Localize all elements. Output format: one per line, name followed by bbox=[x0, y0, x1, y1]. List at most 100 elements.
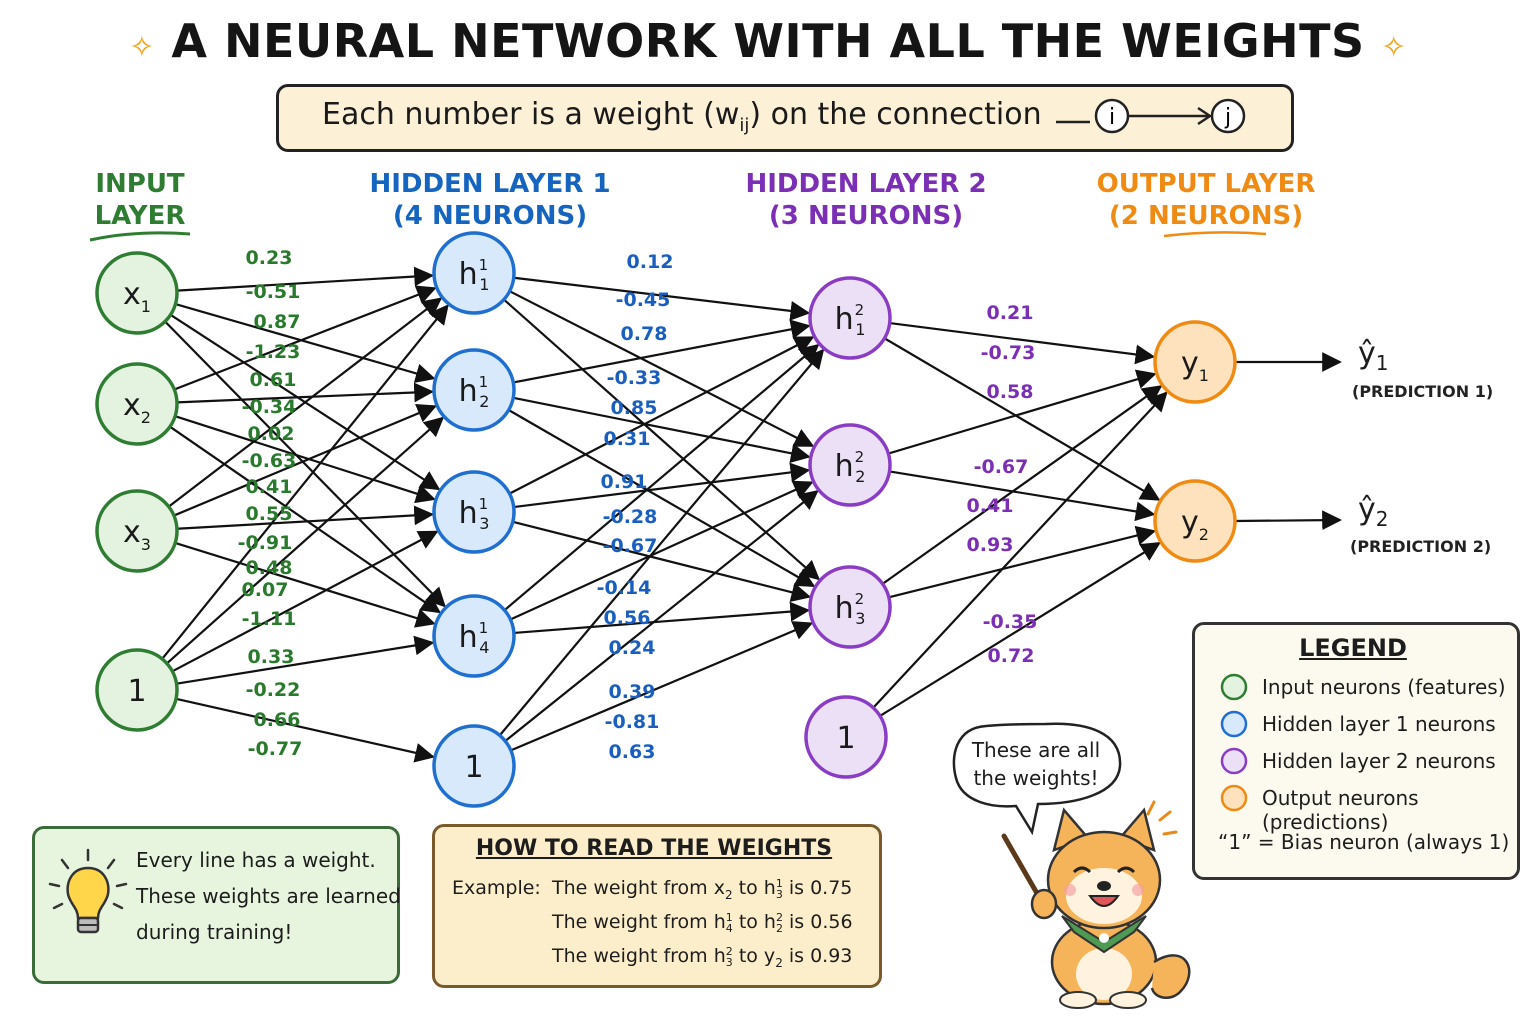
edge-input2-to-h1-4 bbox=[169, 425, 442, 614]
subtitle-text-end: ) on the connection bbox=[749, 97, 1042, 132]
connection-icon: i j bbox=[1056, 98, 1246, 134]
input-title-underline bbox=[89, 231, 191, 242]
legend-card bbox=[1192, 622, 1520, 880]
input-h1-weight-15: 0.33 bbox=[248, 646, 295, 668]
prediction-1-symbol: ŷ1 bbox=[1358, 336, 1389, 375]
legend-title: LEGEND bbox=[1299, 634, 1407, 662]
ex2-pre: The weight from h bbox=[552, 911, 726, 933]
neuron-hidden1-5: 1 bbox=[432, 724, 516, 808]
ex3-a-sup: 2 bbox=[725, 944, 733, 958]
ex1-b-sup: 1 bbox=[775, 876, 783, 890]
edge-input2-to-h1-3 bbox=[174, 415, 436, 504]
neuron-hidden2-4: 1 bbox=[804, 695, 888, 779]
legend-item-hidden1: Hidden layer 1 neurons bbox=[1262, 712, 1496, 736]
edge-input1-to-h1-1 bbox=[176, 266, 435, 292]
edge-input3-to-h1-2 bbox=[173, 403, 438, 517]
edge-h1-3-to-h2-1 bbox=[509, 336, 815, 495]
h2-out-weight-2: -0.73 bbox=[981, 342, 1036, 364]
neuron-circle bbox=[95, 251, 179, 335]
output-layer-title-line2: (2 NEURONS) bbox=[1108, 201, 1304, 231]
sparkle-icon: ✧ bbox=[129, 30, 155, 65]
ex3-b-sub: 2 bbox=[775, 955, 783, 970]
neuron-label: 1 bbox=[127, 674, 146, 709]
edge-input1-to-h1-2 bbox=[175, 303, 436, 383]
legend-item-hidden2: Hidden layer 2 neurons bbox=[1262, 749, 1496, 773]
legend-hidden2-swatch bbox=[1220, 747, 1248, 775]
edge-output-2-to-prediction bbox=[1234, 510, 1342, 531]
neuron-input-2: x2 bbox=[95, 362, 179, 446]
edge-h1-5-to-h2-3 bbox=[510, 621, 814, 752]
edge-h1-5-to-h2-1 bbox=[498, 348, 825, 737]
title-text: A NEURAL NETWORK WITH ALL THE WEIGHTS bbox=[171, 14, 1365, 68]
connection-to-label: j bbox=[1224, 105, 1231, 130]
connections bbox=[161, 266, 1342, 763]
input-h1-weight-8: -0.63 bbox=[242, 450, 297, 472]
edge-input4-to-h1-3 bbox=[171, 530, 439, 673]
hidden2-layer-title-line2: (3 NEURONS) bbox=[768, 201, 964, 231]
h1-h2-weight-8: -0.28 bbox=[603, 506, 658, 528]
speech-line2: the weights! bbox=[973, 766, 1099, 790]
legend-bias-note: “1” = Bias neuron (always 1) bbox=[1218, 830, 1510, 854]
output-layer-title: OUTPUT LAYER (2 NEURONS) bbox=[1056, 168, 1356, 232]
neuron-output-2: y2 bbox=[1153, 479, 1237, 563]
hidden1-layer-title-line1: HIDDEN LAYER 1 bbox=[369, 169, 611, 199]
input-h1-weight-12: 0.48 bbox=[246, 557, 293, 579]
input-h1-weight-11: -0.91 bbox=[238, 532, 293, 554]
lightbulb-icon bbox=[48, 848, 128, 934]
neuron-circle bbox=[808, 423, 892, 507]
h2-out-weight-7: -0.35 bbox=[983, 611, 1038, 633]
input-h1-weight-17: 0.66 bbox=[254, 709, 301, 731]
h1-h2-weight-1: 0.12 bbox=[627, 251, 674, 273]
neuron-label: y2 bbox=[1181, 505, 1209, 544]
hidden1-layer-title: HIDDEN LAYER 1 (4 NEURONS) bbox=[340, 168, 640, 232]
prediction-2-hat: ŷ bbox=[1358, 492, 1376, 527]
legend-output-swatch bbox=[1220, 784, 1248, 812]
input-layer-title-line1: INPUT bbox=[95, 169, 185, 199]
subtitle-sub: ij bbox=[739, 115, 750, 136]
neuron-circle bbox=[95, 648, 179, 732]
prediction-2-sub: 2 bbox=[1375, 507, 1389, 531]
input-h1-weight-18: -0.77 bbox=[248, 738, 303, 760]
hidden2-layer-title: HIDDEN LAYER 2 (3 NEURONS) bbox=[716, 168, 1016, 232]
edge-h2-3-to-out-2 bbox=[888, 525, 1157, 599]
input-h1-weight-13: 0.07 bbox=[242, 579, 289, 601]
tip-line3: during training! bbox=[136, 920, 293, 944]
prediction-1-hat: ŷ bbox=[1358, 336, 1376, 371]
edge-h2-4-to-out-2 bbox=[879, 542, 1161, 717]
neuron-label: 1 bbox=[464, 750, 483, 785]
h1-h2-weight-15: 0.63 bbox=[609, 741, 656, 763]
howto-card bbox=[432, 824, 882, 988]
h1-h2-weight-7: 0.91 bbox=[601, 471, 648, 493]
edge-h2-2-to-out-1 bbox=[888, 369, 1157, 455]
input-h1-weight-10: 0.55 bbox=[246, 503, 293, 525]
neuron-label: 1 bbox=[836, 721, 855, 756]
h1-h2-weight-11: 0.56 bbox=[604, 607, 651, 629]
legend-input-swatch bbox=[1220, 673, 1248, 701]
edge-h2-4-to-out-1 bbox=[872, 391, 1168, 709]
input-h1-weight-9: 0.41 bbox=[246, 476, 293, 498]
neuron-label: x1 bbox=[123, 277, 151, 316]
edge-h1-4-to-h2-3 bbox=[513, 601, 811, 635]
prediction-1-label: (PREDICTION 1) bbox=[1352, 382, 1494, 401]
ex2-b-sub: 2 bbox=[775, 921, 783, 935]
input-layer-title-line2: LAYER bbox=[94, 201, 186, 231]
prediction-2-label: (PREDICTION 2) bbox=[1350, 537, 1492, 556]
h2-out-weight-3: 0.58 bbox=[987, 381, 1034, 403]
edge-input3-to-h1-1 bbox=[168, 297, 443, 508]
edge-input3-to-h1-4 bbox=[174, 541, 436, 628]
edge-input4-to-h1-1 bbox=[161, 304, 449, 660]
neuron-input-1: x1 bbox=[95, 251, 179, 335]
edge-h1-4-to-h2-1 bbox=[503, 343, 820, 612]
